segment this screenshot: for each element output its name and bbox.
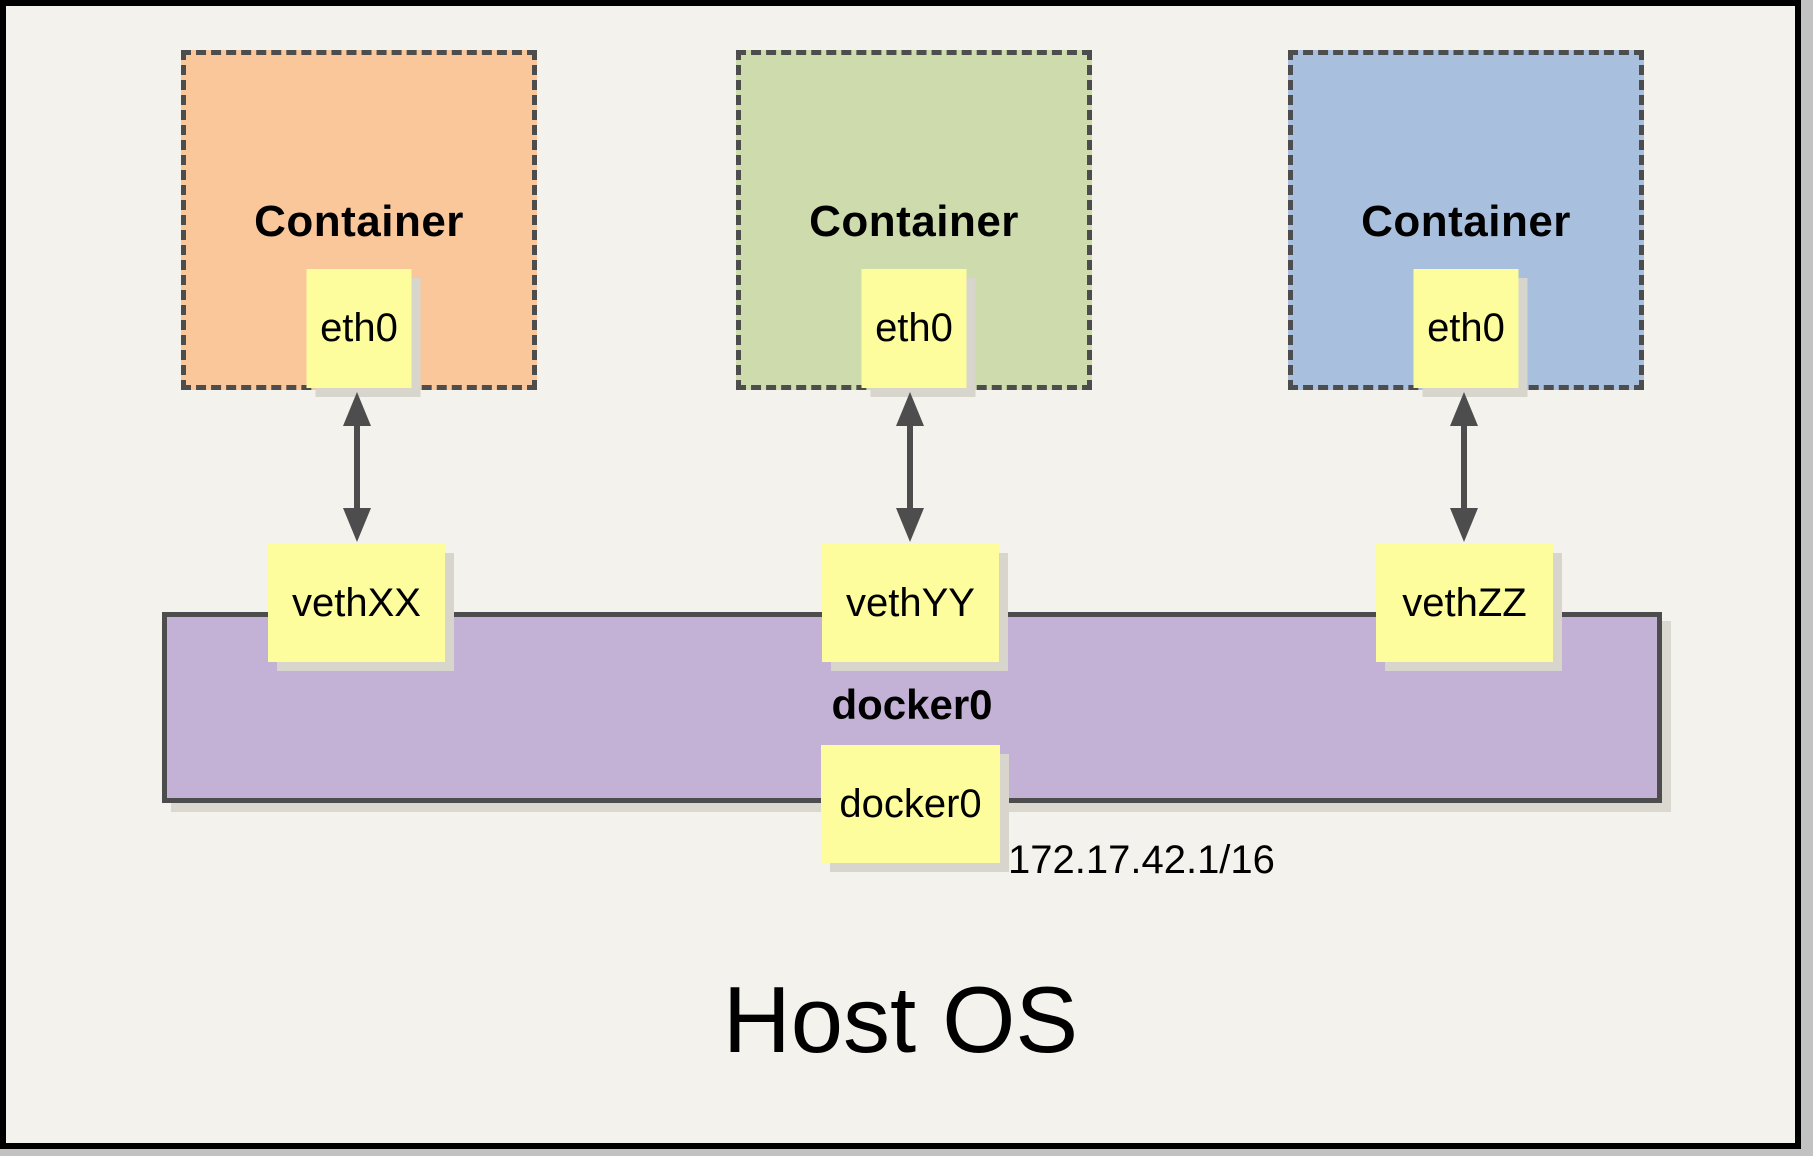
veth-badge: vethZZ xyxy=(1376,544,1553,662)
eth0-badge: eth0 xyxy=(861,269,967,388)
veth-badge: vethYY xyxy=(822,544,999,662)
veth-badge: vethXX xyxy=(268,544,445,662)
docker0-interface-badge: docker0 xyxy=(821,745,1000,863)
bridge-ip-label: 172.17.42.1/16 xyxy=(1008,838,1275,882)
container-title: Container xyxy=(254,197,464,246)
container-title: Container xyxy=(809,197,1019,246)
container-box-3: Container eth0 xyxy=(1288,50,1644,390)
bridge-title: docker0 xyxy=(831,681,993,728)
container-box-2: Container eth0 xyxy=(736,50,1092,390)
double-arrow-icon xyxy=(896,392,924,542)
container-title: Container xyxy=(1361,197,1571,246)
host-os-label: Host OS xyxy=(722,967,1079,1072)
eth0-badge: eth0 xyxy=(1413,269,1519,388)
eth0-badge: eth0 xyxy=(306,269,412,388)
double-arrow-icon xyxy=(343,392,371,542)
container-box-1: Container eth0 xyxy=(181,50,537,390)
double-arrow-icon xyxy=(1450,392,1478,542)
